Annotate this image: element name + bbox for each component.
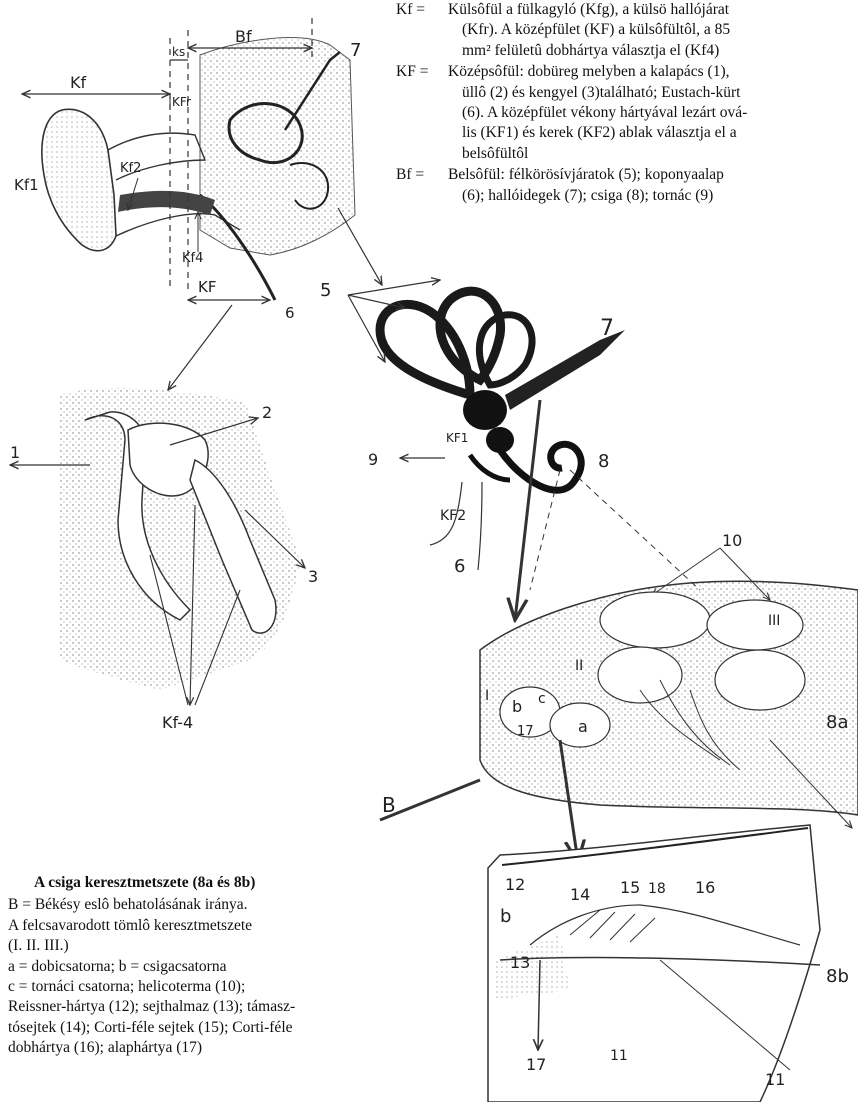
label-kf1: KF1	[446, 431, 468, 445]
label-kf-4: Kf-4	[162, 713, 193, 732]
legend-bottom-title: A csiga keresztmetszete (8a és 8b)	[8, 873, 348, 893]
label-2: 2	[262, 403, 272, 422]
label-8b: 8b	[826, 966, 849, 987]
label-kf4: Kf4	[182, 251, 203, 266]
label-bf: Bf	[235, 27, 252, 46]
legend-entry-kf-mid: KF = Középsôfül: dobüreg melyben a kalap…	[396, 62, 858, 164]
label-d16: 16	[695, 878, 715, 897]
arrow-to-ossicles	[168, 305, 232, 390]
pointer-b	[515, 400, 540, 620]
label-db: b	[500, 906, 511, 927]
label-c17: 17	[517, 724, 534, 739]
label-3: 3	[308, 567, 318, 586]
label-kf2: Kf2	[120, 161, 141, 176]
legend-line: mm² felületû dobhártya választja el (Kf4…	[448, 41, 858, 61]
outer-ear-figure: Kf ks Bf |KFr Kf1 Kf2 Kf4 KF 7 6	[14, 18, 361, 322]
label-1: 1	[10, 443, 20, 462]
skull-bone-region	[200, 38, 355, 255]
label-d11: 11	[765, 1070, 785, 1089]
legend-line: belsôfültôl	[448, 144, 858, 164]
legend-entry-kf: Kf = Külsôfül a fülkagyló (Kfg), a külsö…	[396, 0, 858, 61]
legend-key: Kf =	[396, 0, 425, 20]
legend-bottom-line: (I. II. III.)	[8, 936, 348, 956]
turn-3	[600, 592, 710, 648]
legend-line: (Kfr). A középfület (KF) a külsôfültôl, …	[448, 20, 858, 40]
arrow-to-labyrinth	[338, 208, 382, 285]
label-cB: B	[382, 793, 396, 817]
legend-line: üllô (2) és kengyel (3)található; Eustac…	[448, 83, 858, 103]
label-d11b: 11	[610, 1048, 628, 1064]
legend-bottom: A csiga keresztmetszete (8a és 8b) B = B…	[8, 873, 348, 1059]
label-cc: c	[538, 691, 546, 707]
label-8a: 8a	[826, 712, 848, 733]
legend-line: lis (KF1) és kerek (KF2) ablak választja…	[448, 123, 858, 143]
legend-entry-bf: Bf = Belsôfül: félkörösívjáratok (5); ko…	[396, 165, 858, 206]
label-d13: 13	[510, 953, 530, 972]
dash-to-8a-right	[570, 470, 700, 590]
legend-line: Belsôfül: félkörösívjáratok (5); koponya…	[448, 165, 858, 185]
legend-bottom-line: dobhártya (16); alaphártya (17)	[8, 1038, 348, 1058]
legend-bottom-line: c = tornáci csatorna; helicoterma (10);	[8, 977, 348, 997]
label-6: 6	[454, 556, 465, 577]
label-cII: II	[575, 658, 583, 674]
label-kf2: KF2	[440, 508, 466, 524]
vestibule-blob	[463, 390, 507, 430]
legend-line: (6). A középfület vékony hártyával lezár…	[448, 103, 858, 123]
legend-bottom-line: tósejtek (14); Corti-féle sejtek (15); C…	[8, 1018, 348, 1038]
label-7-ear: 7	[350, 40, 361, 61]
legend-line: (6); hallóidegek (7); csiga (8); tornác …	[448, 186, 858, 206]
legend-key: Bf =	[396, 165, 424, 185]
label-cI: I	[485, 688, 489, 704]
cochlea-detail-8b: 12 b 14 15 18 16 13 11 17 11 8b	[488, 825, 849, 1102]
label-d12: 12	[505, 875, 525, 894]
label-6-ear: 6	[285, 304, 295, 322]
turn-3b	[707, 600, 803, 650]
label-ks: ks	[172, 45, 185, 59]
label-kfr: |KFr	[168, 95, 191, 109]
turn-2	[598, 647, 682, 703]
label-d14: 14	[570, 885, 590, 904]
legend-bottom-line: A felcsavarodott tömlô keresztmetszete	[8, 916, 348, 936]
cochlea-section-8a: B I II III a b c 17 8a	[380, 581, 858, 862]
label-d17: 17	[526, 1055, 546, 1074]
turn-2b	[715, 650, 805, 710]
label-5: 5	[320, 280, 331, 301]
legend-bottom-line: a = dobicsatorna; b = csigacsatorna	[8, 957, 348, 977]
labyrinth-figure: 5 7 KF1 9 KF2 8 6 10	[320, 280, 770, 620]
vestibule-blob-2	[486, 427, 514, 453]
legend-line: Középsôfül: dobüreg melyben a kalapács (…	[448, 62, 858, 82]
label-ca: a	[578, 717, 588, 736]
label-8: 8	[598, 451, 609, 472]
label-cIII: III	[768, 613, 780, 629]
cochlea-spiral	[500, 444, 581, 490]
legend-line: Külsôfül a fülkagyló (Kfg), a külsö hall…	[396, 0, 858, 20]
label-kf: Kf	[70, 73, 86, 92]
label-cb: b	[512, 697, 522, 716]
legend-bottom-line: Reissner-hártya (12); sejthalmaz (13); t…	[8, 997, 348, 1017]
label-7: 7	[600, 316, 614, 341]
label-kf-mid: KF	[198, 278, 216, 296]
label-9: 9	[368, 450, 378, 469]
label-d15: 15	[620, 878, 640, 897]
legend-top: Kf = Külsôfül a fülkagyló (Kfg), a külsö…	[396, 0, 858, 207]
semicircular-canal-1	[380, 304, 470, 395]
legend-key: KF =	[396, 62, 428, 82]
pointer-5b	[348, 280, 440, 295]
label-d18: 18	[648, 881, 666, 897]
ossicles-figure: 1 2 3 Kf-4	[10, 388, 318, 732]
legend-bottom-line: B = Békésy eslô behatolásának iránya.	[8, 895, 348, 915]
auricle-outline	[42, 109, 116, 250]
semicircular-canal-3	[479, 315, 532, 385]
label-10: 10	[722, 531, 742, 550]
label-kf1: Kf1	[14, 176, 39, 194]
